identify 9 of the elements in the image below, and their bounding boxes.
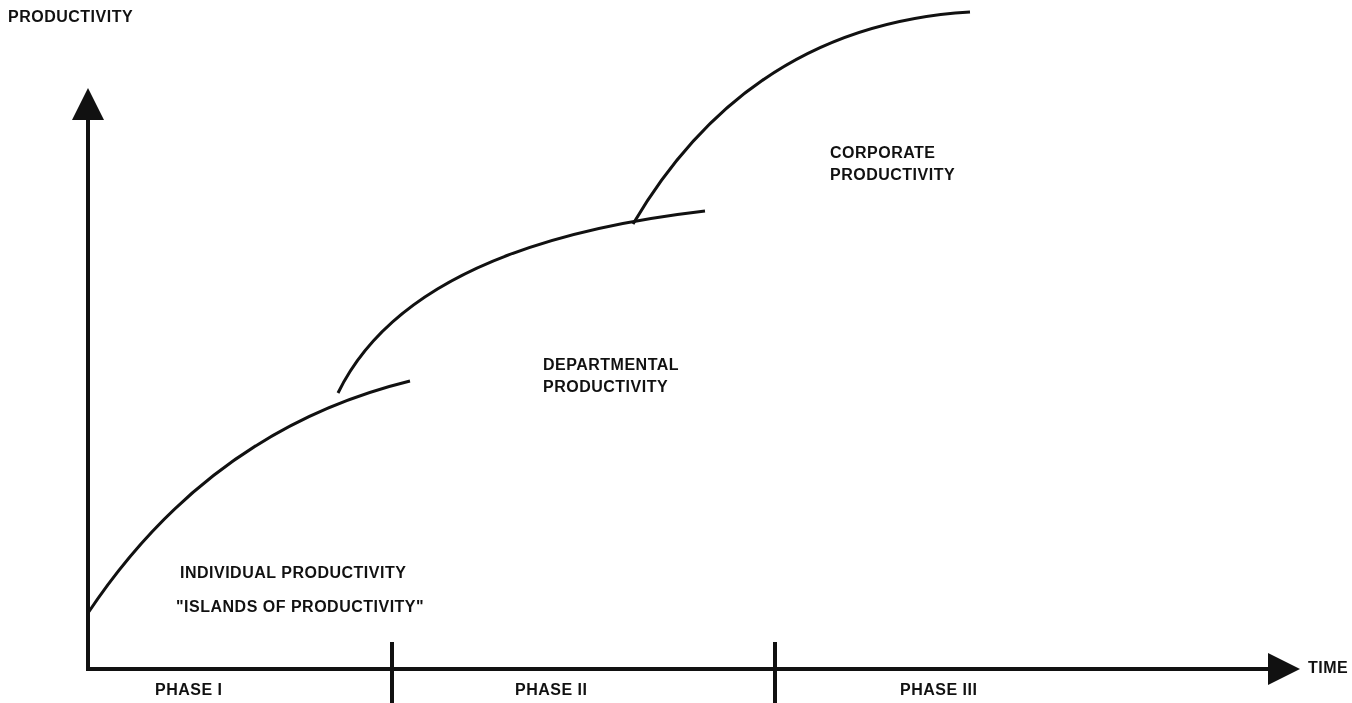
axis-title: PRODUCTIVITY <box>8 7 134 27</box>
curve-label: INDIVIDUAL PRODUCTIVITY <box>180 563 407 583</box>
curve-label: DEPARTMENTAL PRODUCTIVITY <box>543 355 680 397</box>
curve-label: CORPORATE PRODUCTIVITY <box>830 143 957 185</box>
phase-label: PHASE III <box>900 680 978 700</box>
axis-title: TIME <box>1308 658 1349 678</box>
curve-label: "ISLANDS OF PRODUCTIVITY" <box>176 597 425 617</box>
phase-label: PHASE II <box>515 680 588 700</box>
phase-label: PHASE I <box>155 680 223 700</box>
